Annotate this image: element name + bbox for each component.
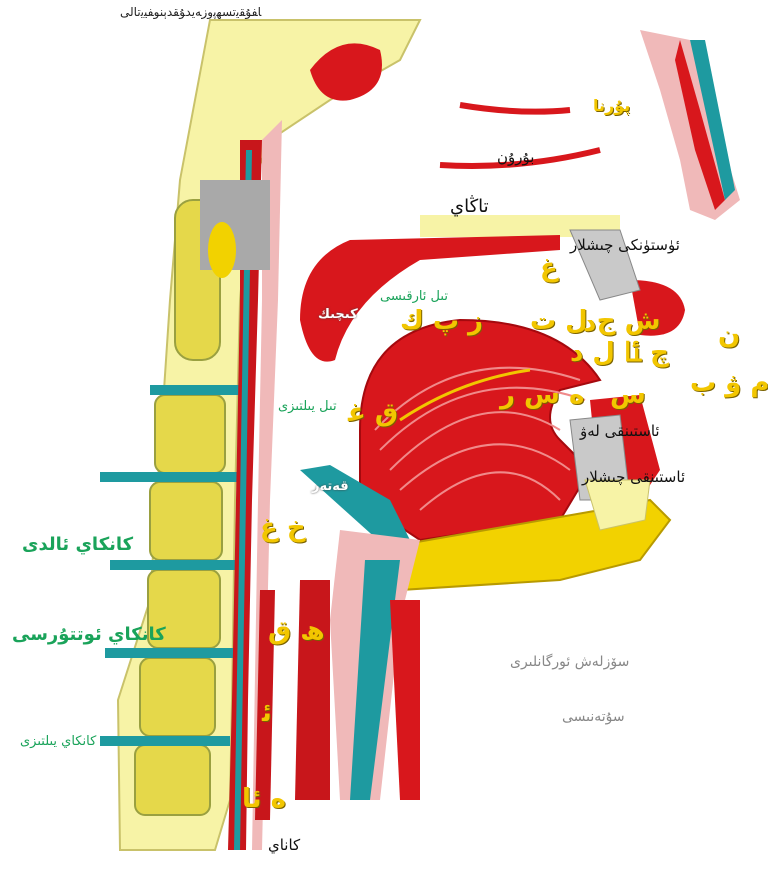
label-tongue-back: ﺗﯩﻞ ﺋﺎﺭﻗﯩﺴﻰ — [380, 290, 448, 303]
label-nose: ﭘﯘﺭﻧﺎ — [593, 98, 630, 114]
label-lower-teeth: ﺋﺎﺳﺘﯩﻨﻘﻰ ﭼﯩﺸﻼﺭ — [582, 470, 685, 485]
sound-tongue-row5: ﻕ ﻏ — [348, 400, 398, 426]
label-larynx-back: ﻛﺎﻧﻜﺎﻱ ﻳﯩﻠﺘﯩﺰﻯ — [20, 735, 96, 748]
label-nasal-cavity: ﺑﯘﺭﯗﻥ — [497, 150, 534, 165]
label-upper-teeth: ﺋﯜﺳﺘﯜﻧﻜﻰ ﭼﯩﺸﻼﺭ — [570, 238, 680, 253]
label-trachea: ﻛﺎﻧﺎﻱ — [268, 838, 300, 853]
sound-pharynx-3: ﺋ — [262, 700, 272, 726]
sound-pharynx-2: ﮪ ﻕ — [268, 618, 325, 644]
sound-lips-row: ﻡ ﯞ ﺏ — [690, 370, 768, 396]
sound-teeth-s: ﺱ — [610, 382, 646, 408]
label-palate: ﺗﺎﯕﺎﻱ — [450, 198, 489, 216]
label-uvula: ﻛﯩﭽﯩﻚ — [318, 308, 358, 321]
sound-tongue-row1: ﺯ ﭖ ﻙ — [400, 308, 483, 334]
sound-teeth-d: ﺩ — [583, 310, 596, 336]
adenoid — [208, 222, 236, 278]
label-lower-lip: ﺋﺎﺳﺘﯩﻨﻘﻰ ﻟﻪﯞ — [580, 424, 660, 439]
label-larynx-front: ﻛﺎﻧﻜﺎﻱ ﺋﺎﻟﺪﻯ — [22, 536, 133, 554]
sound-pharynx-4: ﻩ ﺋﺎ — [242, 786, 286, 812]
sound-uvular: ﻍ — [540, 255, 558, 281]
sound-tongue-row3: ﭺ ﯫ ﻝ ﺩ — [570, 340, 669, 366]
esophagus-red — [295, 580, 330, 800]
header-text: ﺎﻔﯘﻘﻳﺗﺴﻬﭘﻭﺯﻪﻳﺪﯘﻘﺪﯦﻨﻮﻔﻴﻳﺗﺎﻟﻰ — [120, 6, 261, 18]
sound-tongue-row4: ﻩ ﺱ ﺭ — [500, 382, 584, 408]
sound-lips-n: ﻥ — [718, 322, 740, 348]
sound-pharynx-1: ﺥ ﻍ — [260, 515, 306, 541]
caption-line1: ﺳﯚﺯﻟﻪﺵ ﺋﻮﺭﮔﺎﻧﻠﯩﺮﻯ — [510, 655, 629, 669]
label-larynx-middle: ﻛﺎﻧﻜﺎﻱ ﺋﻮﺗﺘﯘﺭﺳﻰ — [12, 626, 166, 644]
caption-line2: ﺳﯘﺗﻪﻧﯩﺴﻰ — [562, 710, 625, 724]
label-tongue-tip: ﻗﻪﺗﻪﺭ — [312, 480, 349, 493]
label-tongue-root: ﺗﯩﻞ ﻳﯩﻠﺘﯩﺰﻯ — [278, 400, 337, 413]
